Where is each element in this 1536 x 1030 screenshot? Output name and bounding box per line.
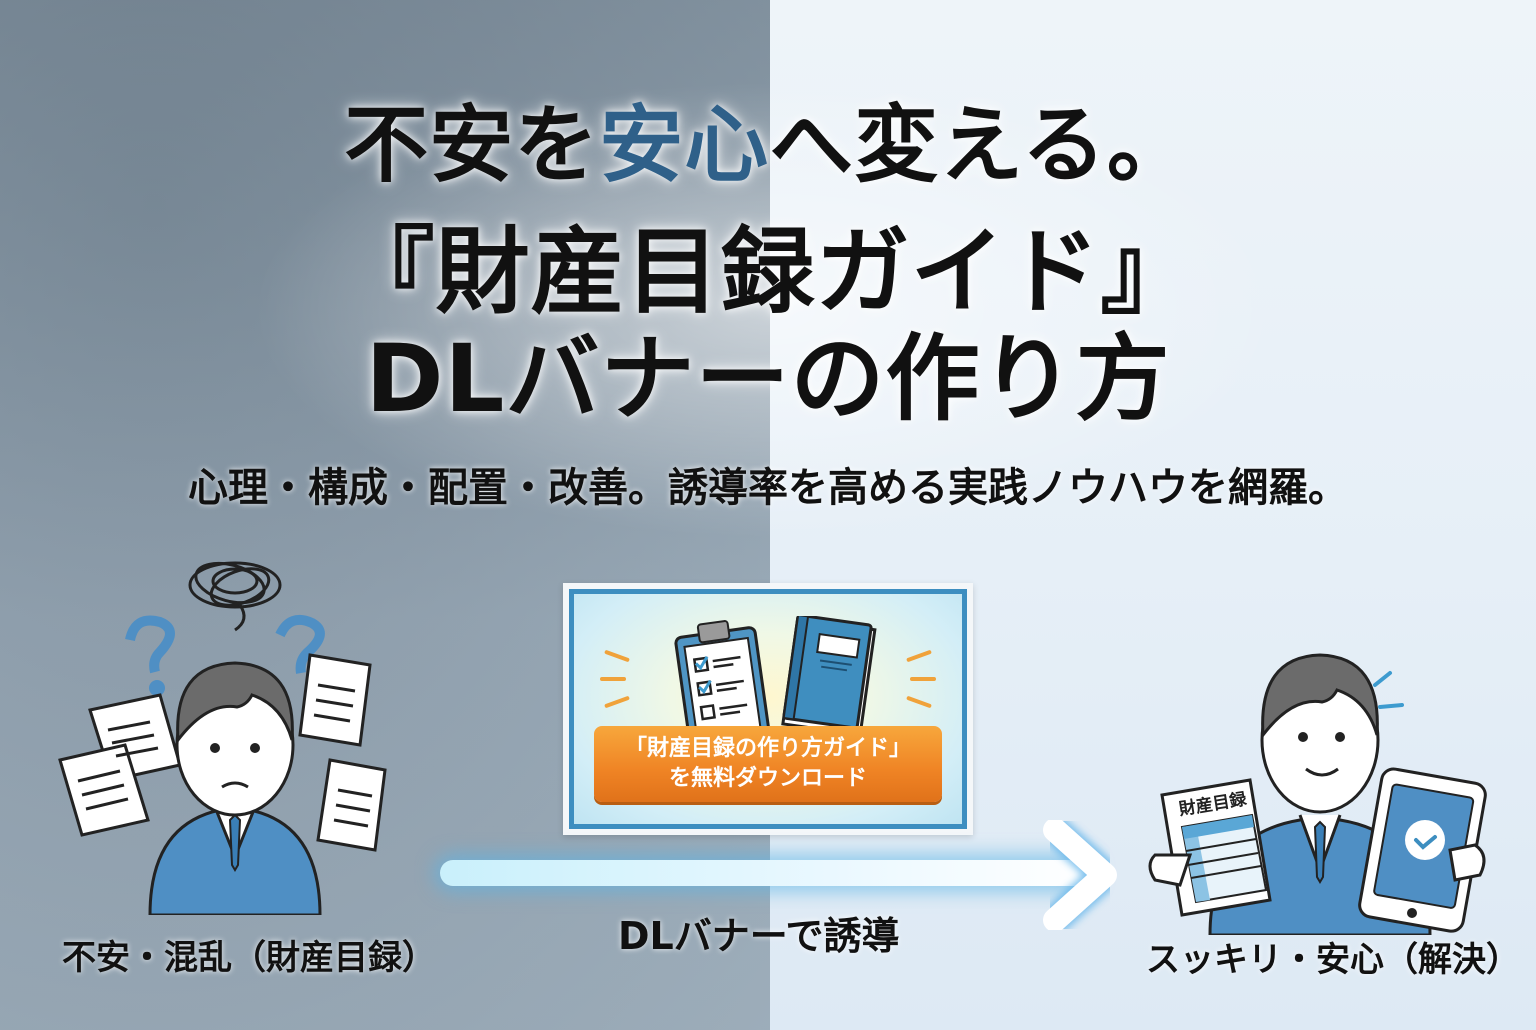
tablet-check-icon (1358, 767, 1487, 933)
right-scene-label: スッキリ・安心（解決） (1146, 940, 1520, 980)
arrow-right-icon (1040, 820, 1120, 930)
guidance-arrow-shaft (440, 860, 1090, 886)
headline-accent: 安心 (599, 96, 770, 194)
download-cta-button[interactable]: 「財産目録の作り方ガイド」 を無料ダウンロード (594, 726, 942, 802)
headline-line-1: 不安を安心へ変える。 (0, 95, 1536, 195)
cta-line-2: を無料ダウンロード (668, 766, 867, 791)
title-glow (250, 80, 1290, 540)
anxious-person-illustration (58, 561, 387, 915)
dl-banner-frame: 「財産目録の作り方ガイド」 を無料ダウンロード (569, 589, 967, 829)
arrow-label: DLバナーで誘導 (618, 914, 900, 958)
relieved-person-illustration: 財産目録 (1148, 653, 1487, 935)
clipboard-checklist-icon (674, 620, 771, 744)
subtitle: 心理・構成・配置・改善。誘導率を高める実践ノウハウを網羅。 (188, 465, 1348, 511)
sparkle-ray (910, 677, 936, 681)
dl-banner[interactable]: 「財産目録の作り方ガイド」 を無料ダウンロード (563, 583, 973, 835)
sparkle-ray (906, 649, 932, 663)
sparkle-ray (604, 695, 630, 709)
sparkle-ray (600, 677, 626, 681)
document-table-icon: 財産目録 (1160, 778, 1272, 917)
sparkle-ray (906, 695, 932, 709)
tangled-thought-icon (188, 561, 282, 632)
headline-line-2: 『財産目録ガイド』 (340, 218, 1196, 327)
headline-line-3: DLバナーの作り方 (365, 325, 1171, 434)
left-scene-label: 不安・混乱（財産目録） (62, 938, 436, 978)
headline-prefix: 不安を (344, 96, 600, 194)
cta-line-1: 「財産目録の作り方ガイド」 (624, 736, 911, 761)
sparkle-ray (604, 649, 630, 663)
headline-suffix: へ変える。 (769, 96, 1192, 194)
book-icon (781, 616, 877, 737)
